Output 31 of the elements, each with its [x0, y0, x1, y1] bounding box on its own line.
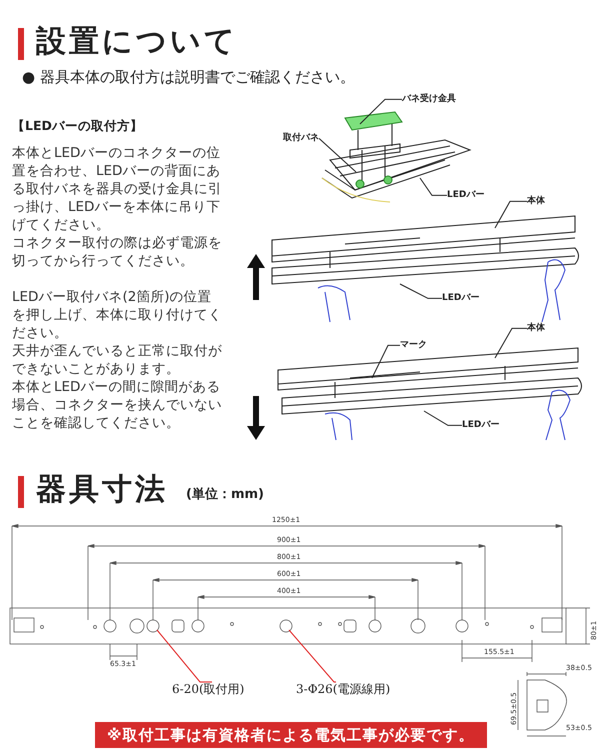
callout-label: 取付バネ — [283, 133, 319, 144]
warning-banner: ※取付工事は有資格者による電気工事が必要です。 — [95, 722, 487, 748]
leader-line — [372, 344, 400, 378]
leader-line — [494, 200, 528, 228]
leader-line — [420, 178, 448, 196]
heading: 器具寸法 — [36, 472, 168, 508]
leader-line — [424, 410, 462, 426]
leader-line — [156, 630, 212, 682]
callout-label: 3-Φ26(電源線用) — [296, 682, 390, 696]
leader-line — [318, 138, 356, 172]
callout-label: バネ受け金具 — [402, 94, 456, 105]
leader-line — [360, 98, 402, 124]
instruction-text: 本体とLEDバーの間に隙間がある場合、コネクターを挟んでいないことを確認してください。 — [12, 378, 222, 432]
callout-label: LEDバー — [442, 293, 480, 304]
instruction-text: 本体とLEDバーのコネクターの位置を合わせ、LEDバーの背面にある取付バネを器具の受け金具に引っ掛け、LEDバーを本体に吊り下げてください。 — [12, 144, 222, 234]
callout-label: LEDバー — [462, 420, 500, 431]
leader-line — [494, 328, 528, 358]
heading: 設置について — [36, 24, 238, 60]
callout-label: マーク — [400, 340, 427, 351]
leader-line — [400, 284, 442, 299]
section-heading: 【LEDバーの取付方】 — [12, 118, 143, 133]
callout-label: LEDバー — [447, 190, 484, 201]
unit-note: (単位：mm) — [186, 487, 264, 503]
instruction-text: 天井が歪んでいると正常に取付ができないことがあります。 — [12, 342, 222, 378]
instruction-text: LEDバー取付バネ(2箇所)の位置を押し上げ、本体に取り付けてください。 — [12, 288, 222, 342]
callout-label: 本体 — [527, 323, 545, 334]
instruction-text: コネクター取付の際は必ず電源を切ってから行ってください。 — [12, 234, 222, 270]
callout-label: 6-20(取付用) — [172, 682, 244, 696]
leader-line — [288, 630, 336, 682]
bullet-text: ● 器具本体の取付方は説明書でご確認ください。 — [22, 68, 355, 86]
callout-label: 本体 — [527, 196, 545, 207]
